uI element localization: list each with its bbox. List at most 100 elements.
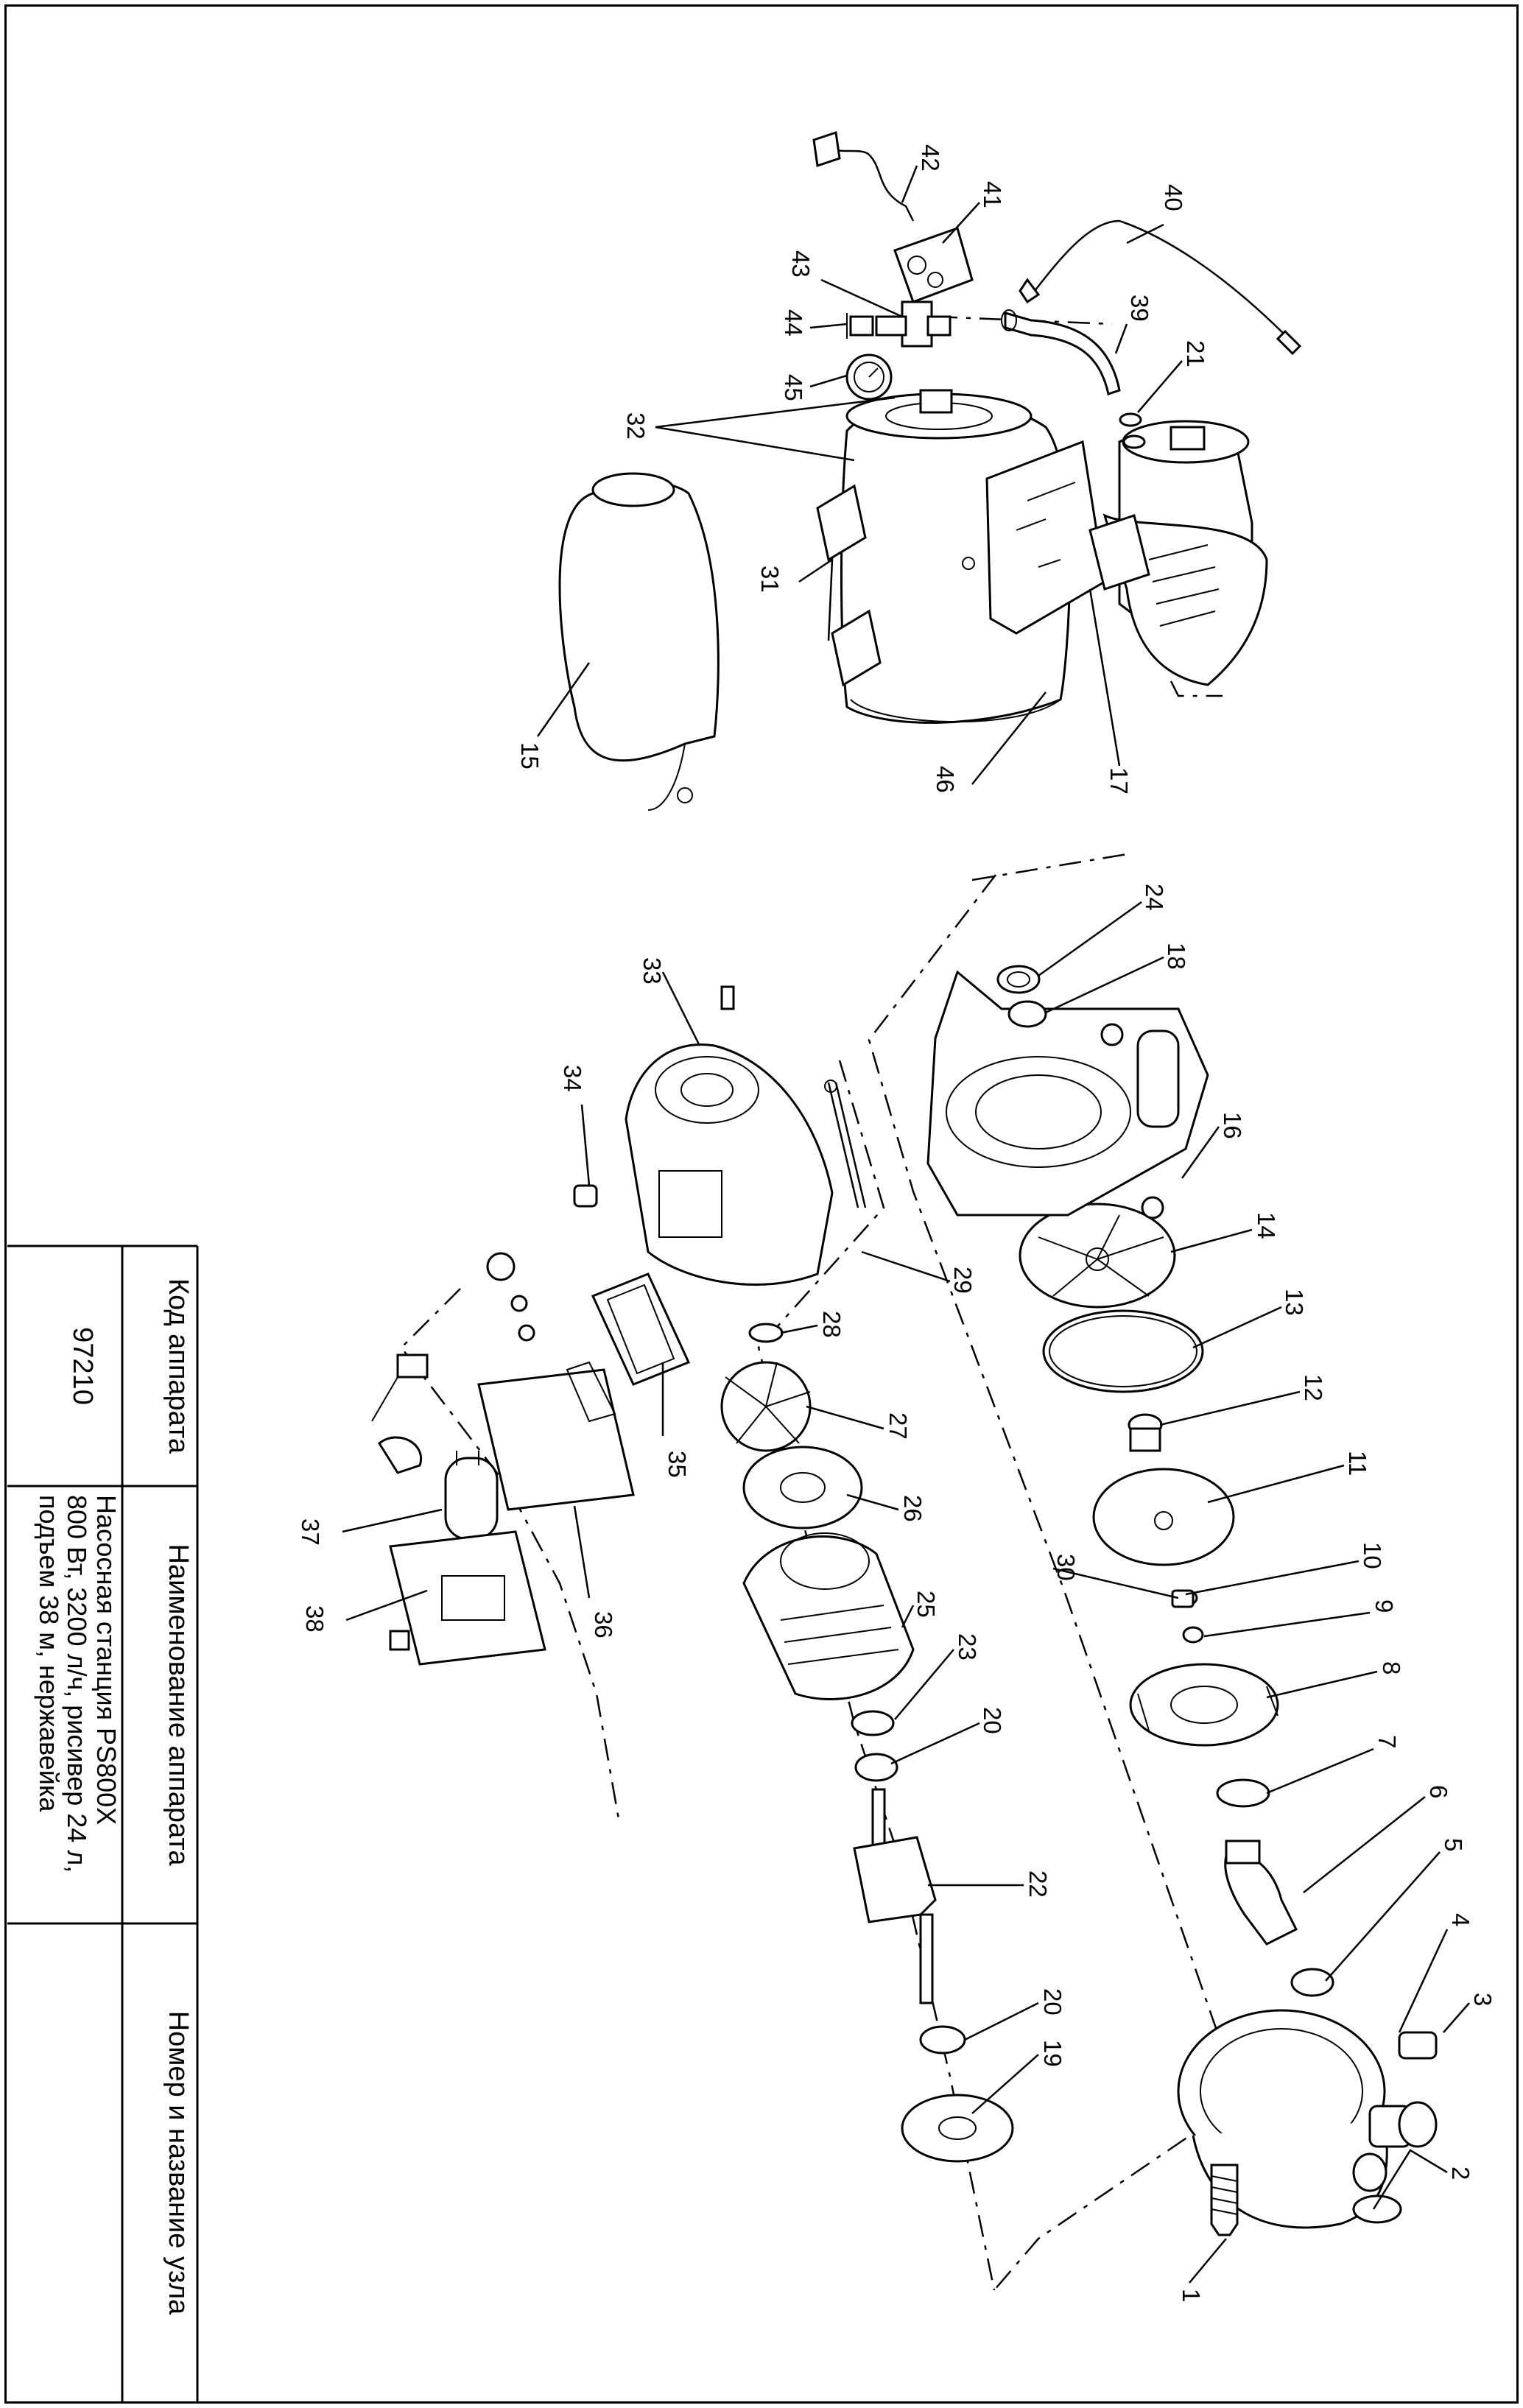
impeller-part-14 (1019, 1203, 1176, 1309)
clamp-parts (371, 1353, 429, 1474)
part-label-7: 7 (1373, 1735, 1401, 1748)
nut-part-9 (1182, 1626, 1204, 1644)
part-label-3: 3 (1469, 1993, 1496, 2006)
plate-part-11 (1092, 1468, 1235, 1566)
part-label-33: 33 (639, 957, 666, 985)
ring-part-5 (1290, 1968, 1334, 1997)
part-label-30: 30 (1052, 1554, 1080, 1581)
part-label-44: 44 (780, 309, 807, 337)
part-label-6: 6 (1425, 1785, 1452, 1798)
part-label-38: 38 (301, 1605, 328, 1633)
cover-part-38 (389, 1530, 546, 1666)
part-label-41: 41 (979, 181, 1006, 208)
gauge-part-45 (845, 353, 893, 401)
part-label-36: 36 (590, 1611, 617, 1638)
diffuser-part-6 (1224, 1840, 1298, 1946)
part-label-32: 32 (622, 412, 650, 440)
drawing-frame (4, 4, 1519, 2404)
part-label-17: 17 (1105, 767, 1133, 795)
plug-part-2 (1352, 2101, 1438, 2192)
hose-part-39 (1001, 309, 1121, 395)
rotor-part-22 (853, 1788, 937, 2004)
part-label-1: 1 (1178, 2289, 1205, 2302)
bearing-part-18 (1007, 1000, 1047, 1028)
part-label-46: 46 (932, 766, 959, 793)
part-label-25: 25 (912, 1591, 940, 1618)
tank-feet-part-31 (816, 484, 882, 687)
part-label-28: 28 (818, 1311, 845, 1338)
part-label-29: 29 (949, 1267, 977, 1294)
terminal-box-part-36 (477, 1361, 635, 1511)
bolt-part-1 (1210, 2164, 1239, 2236)
part-label-20b: 20 (1039, 1988, 1066, 2016)
power-cord-part-42 (812, 131, 915, 222)
part-label-40: 40 (1160, 184, 1187, 211)
part-label-2: 2 (1447, 2166, 1474, 2180)
housing-part-16 (926, 970, 1209, 1219)
part-label-13: 13 (1281, 1289, 1308, 1316)
pump-unit (1088, 420, 1268, 686)
end-shield-part-19 (901, 2094, 1014, 2163)
oring-part-13 (1042, 1309, 1204, 1393)
gasket-part-35 (591, 1272, 691, 1386)
table-header-name: Наименование аппарата (163, 1544, 194, 1867)
part-label-26: 26 (899, 1495, 926, 1522)
part-label-21: 21 (1182, 340, 1209, 367)
seal-part-23 (851, 1710, 895, 1736)
impeller-part-8 (1129, 1663, 1279, 1747)
part-label-39: 39 (1126, 295, 1153, 322)
part-label-20: 20 (979, 1707, 1006, 1734)
part-label-16: 16 (1219, 1112, 1246, 1139)
part-label-34: 34 (559, 1065, 586, 1092)
part-label-45: 45 (780, 374, 807, 401)
membrane-part-15 (558, 472, 720, 811)
part-labels: 1 2 3 4 5 6 7 8 9 10 11 12 13 14 15 16 1… (297, 144, 1496, 2302)
part-label-23: 23 (954, 1633, 981, 1661)
part-label-19: 19 (1039, 2040, 1066, 2067)
pump-bracket-part-17 (962, 440, 1106, 635)
table-name-line3: подъем 38 м, нержавейка (34, 1495, 64, 1812)
part-label-42: 42 (917, 144, 944, 172)
leader-lines (342, 165, 1470, 2284)
part-label-37: 37 (297, 1518, 324, 1546)
part-label-18: 18 (1163, 943, 1190, 970)
cap-part-34 (573, 1184, 598, 1208)
table-header-node: Номер и название узла (163, 2011, 194, 2315)
motor-cover-part-33 (625, 1043, 834, 1286)
part-label-27: 27 (884, 1412, 912, 1440)
clip-part-28 (748, 1323, 784, 1343)
valve-part-44 (846, 313, 874, 339)
part-label-4: 4 (1447, 1913, 1474, 1926)
part-label-43: 43 (787, 250, 815, 278)
stator-part-25 (742, 1532, 915, 1700)
oring-part-7 (1216, 1778, 1270, 1808)
table-name-line1: Насосная станция PS800X (91, 1495, 122, 1825)
part-label-15: 15 (516, 742, 544, 770)
part-label-22: 22 (1024, 1870, 1052, 1898)
seal-part-12 (1128, 1413, 1163, 1452)
part-label-11: 11 (1344, 1451, 1371, 1476)
cable-part-40 (1019, 219, 1302, 356)
capacitor-part-37 (444, 1451, 499, 1541)
part-label-14: 14 (1253, 1212, 1280, 1239)
part-label-5: 5 (1440, 1838, 1467, 1851)
seal-part-24 (996, 965, 1041, 994)
fitting-part-43 (875, 300, 952, 348)
table-header-code: Код аппарата (163, 1278, 194, 1454)
part-label-10: 10 (1359, 1542, 1386, 1569)
bearing-part-20b (919, 2025, 966, 2055)
part-label-24: 24 (1141, 884, 1168, 911)
part-label-12: 12 (1300, 1374, 1327, 1401)
part-label-35: 35 (664, 1451, 691, 1478)
table-code-value: 97210 (67, 1327, 98, 1405)
rod-part-29 (824, 1080, 867, 1208)
pump-body-part-4 (1177, 2009, 1412, 2229)
fan-part-27 (720, 1361, 812, 1452)
table-name-line2: 800 Вт, 3200 л/ч, рисивер 24 л, (62, 1495, 92, 1873)
cable-gland (486, 1252, 535, 1342)
washer-part-21 (1119, 412, 1146, 449)
bearing-part-20 (854, 1753, 898, 1782)
end-shield-part-26 (742, 1446, 863, 1529)
title-table: Код аппарата Наименование аппарата Номер… (7, 1245, 199, 2402)
